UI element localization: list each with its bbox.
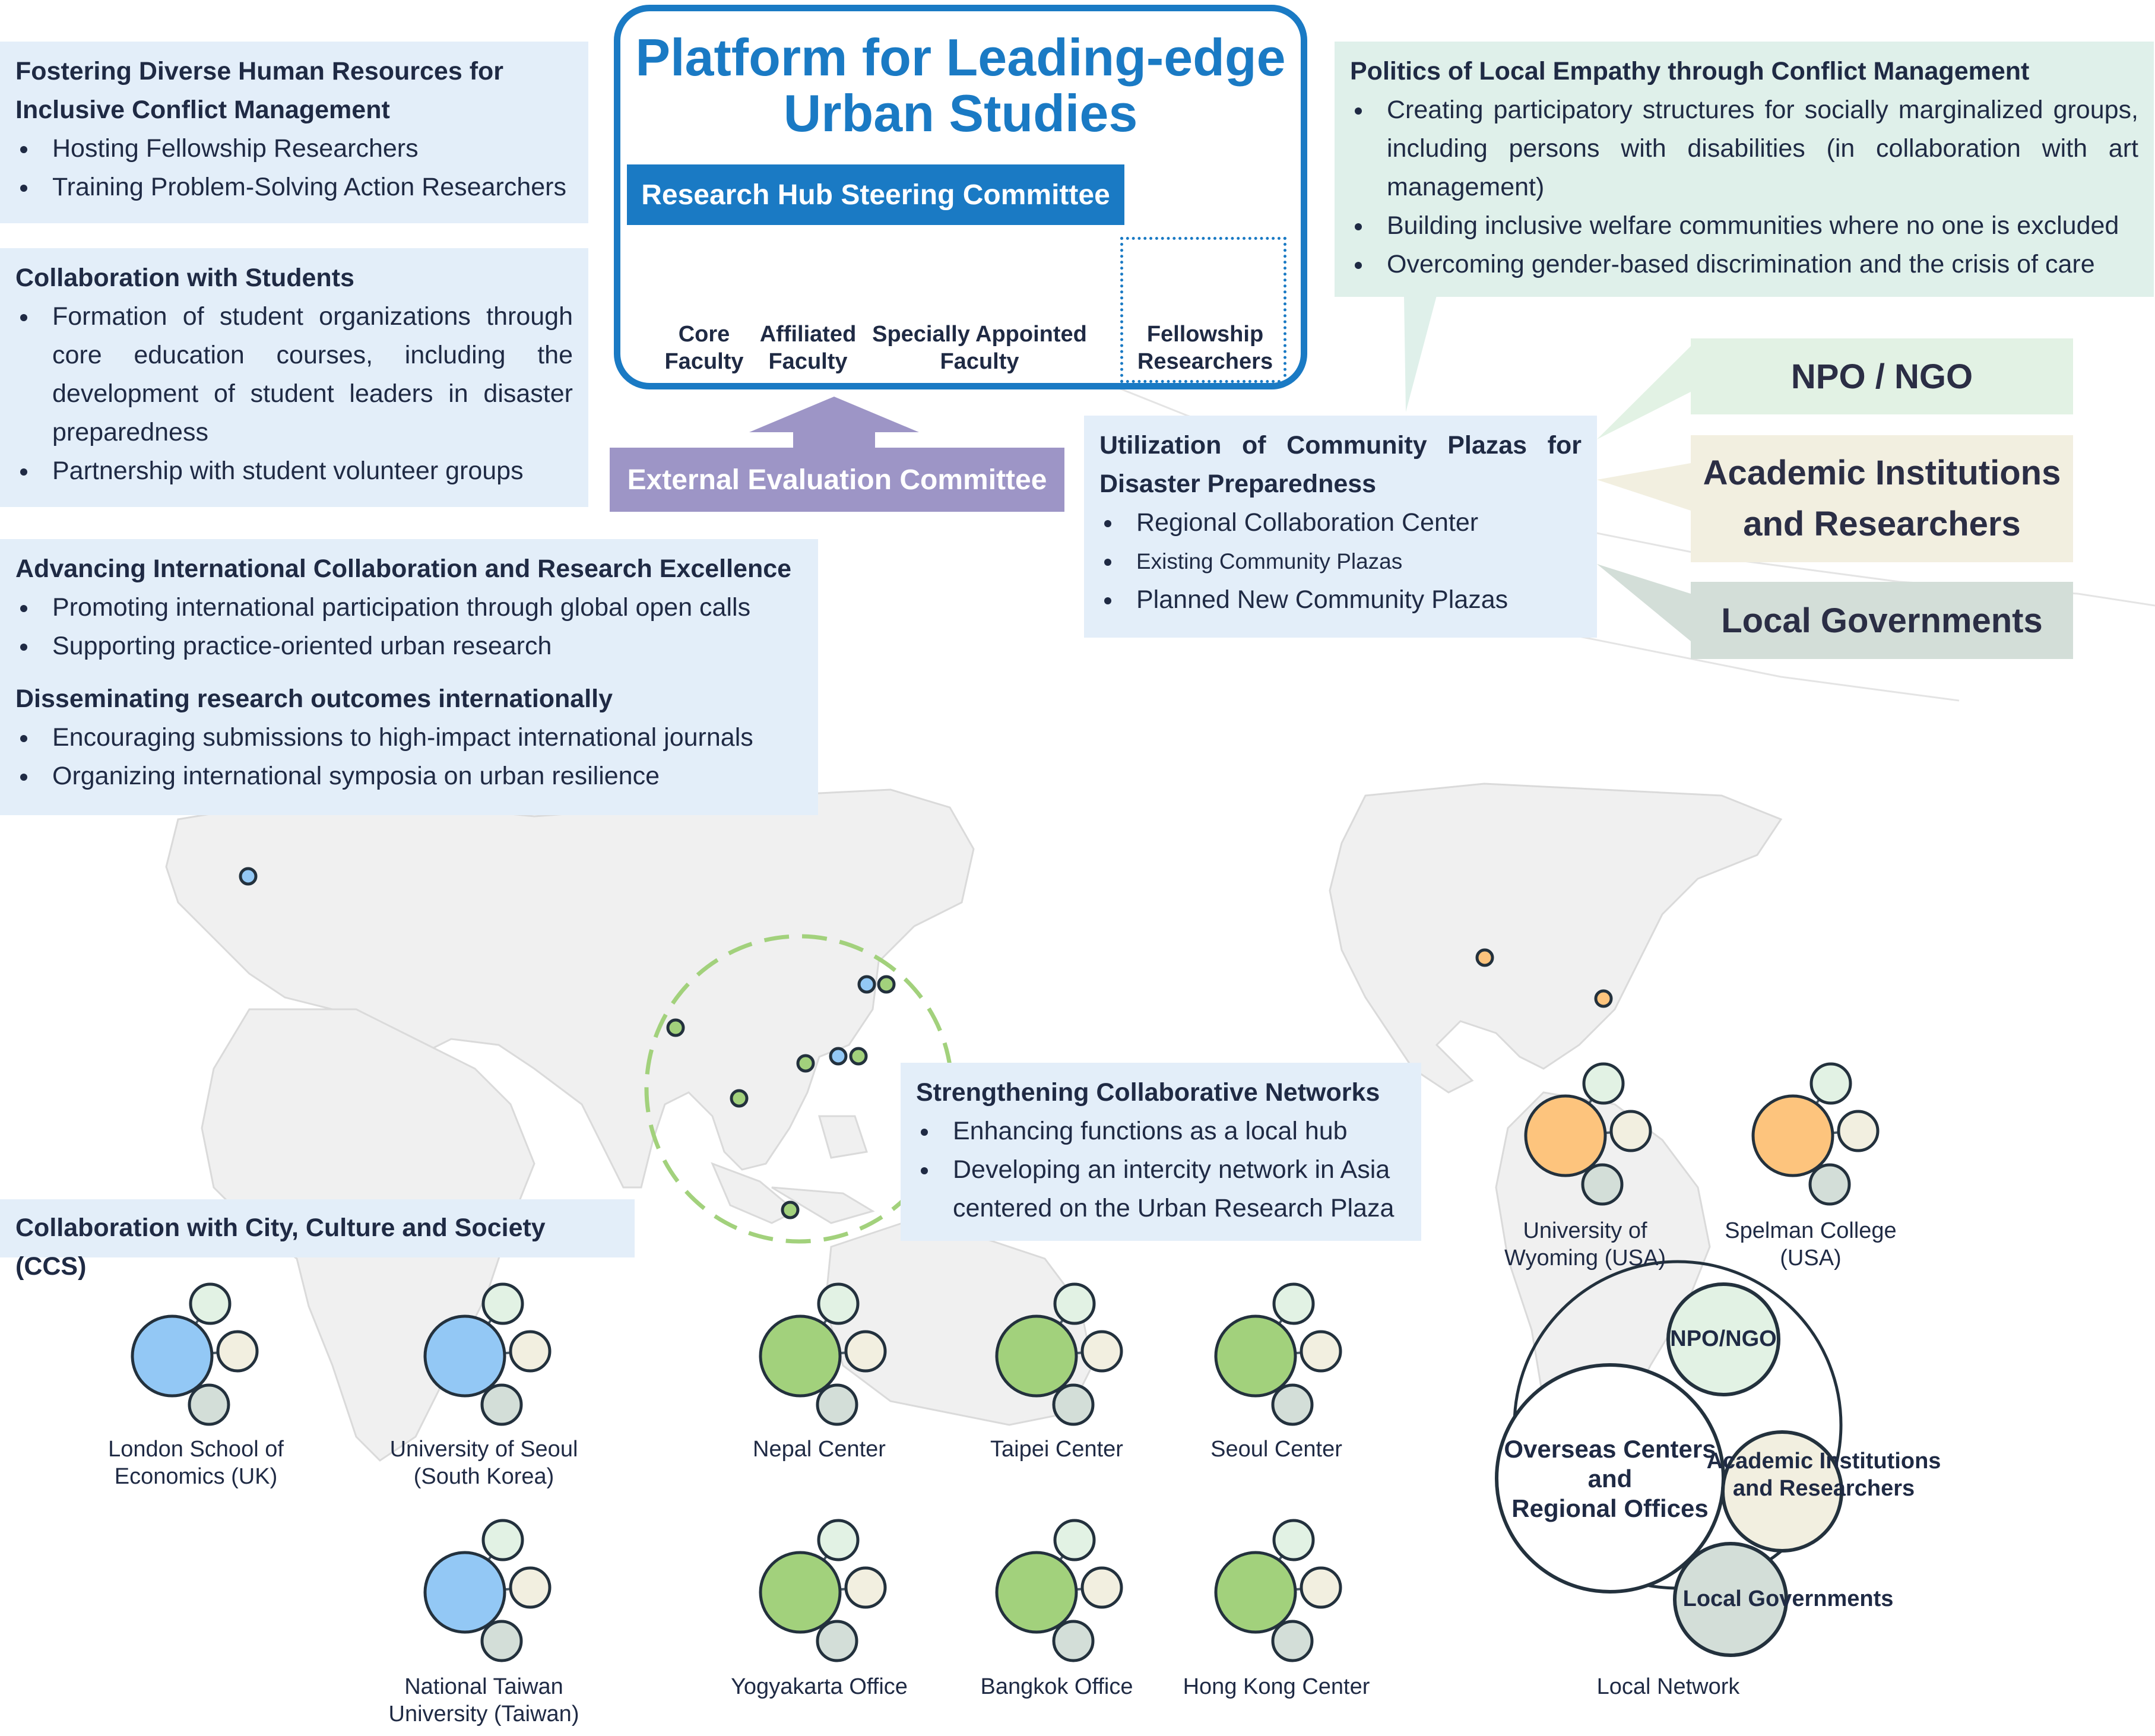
local-network-diagram [1495,1260,1843,1657]
dot-yogyakarta [781,1200,800,1219]
cluster-taipei [995,1284,1121,1424]
hr-item: Training Problem-Solving Action Research… [15,168,573,207]
politics-item: Building inclusive welfare communities w… [1350,207,2138,245]
network-academic-label: Academic Institutions and Researchers [1706,1449,1941,1501]
panel-politics: Politics of Local Empathy through Confli… [1335,42,2154,297]
intl-item: Supporting practice-oriented urban resea… [15,627,803,666]
network-caption: Local Network [1596,1674,1740,1699]
dot-bangkok [730,1089,749,1108]
students-item: Formation of student organizations throu… [15,297,573,452]
dot-seoul-univ [857,975,876,994]
dot-seoul-center [877,975,896,994]
cluster-hongkong [1214,1520,1340,1661]
dot-wyoming [1475,948,1494,967]
panel-intl-title: Advancing International Collaboration an… [15,555,792,583]
politics-item: Creating participatory structures for so… [1350,91,2138,207]
cluster-spelman [1751,1064,1878,1204]
north-america-landmass [1329,783,1783,1094]
network-npo-label: NPO/NGO [1670,1326,1777,1351]
students-item: Partnership with student volunteer group… [15,452,573,490]
affiliated-faculty-label: Affiliated Faculty [759,322,857,374]
label-ntu: National Taiwan University (Taiwan) [388,1674,579,1727]
label-seoul-center: Seoul Center [1210,1437,1342,1462]
cluster-wyoming [1524,1064,1650,1204]
pointer-localgov [1597,564,1691,641]
cluster-seoul-univ [423,1284,550,1424]
dot-taipei [849,1047,868,1066]
platform-box: Platform for Leading-edge Urban Studies … [614,5,1307,389]
panel-ccs: Collaboration with City, Culture and Soc… [0,1199,635,1281]
specially-appointed-faculty-label: Specially Appointed Faculty [872,322,1087,374]
cluster-lse [131,1284,257,1424]
pointer-npo [1597,346,1691,439]
dot-nepal [666,1018,685,1037]
intl-item: Promoting international participation th… [15,588,803,627]
dot-hongkong [796,1054,815,1073]
eurasia-landmass [165,788,975,1189]
label-taipei: Taipei Center [990,1437,1123,1462]
networks-item: Developing an intercity network in Asia … [916,1151,1406,1228]
steering-committee-label: Research Hub Steering Committee [627,164,1124,225]
panel-plazas-title: Utilization of Community Plazas for Disa… [1099,431,1582,498]
platform-title-line2: Urban Studies [783,84,1138,142]
network-localgov-label: Local Governments [1682,1586,1894,1611]
external-evaluation-committee: External Evaluation Committee [610,448,1064,512]
label-wyoming: University of Wyoming (USA) [1504,1218,1666,1271]
dot-ntu [829,1047,848,1066]
label-lse: London School of Economics (UK) [108,1437,284,1489]
cluster-yogyakarta [759,1520,885,1661]
dot-spelman [1594,989,1613,1008]
panel-students: Collaboration with Students Formation of… [0,248,588,507]
label-seoul-univ: University of Seoul (South Korea) [389,1437,578,1489]
intl-item2: Organizing international symposia on urb… [15,757,803,796]
cluster-ntu [423,1520,550,1661]
stakeholder-npo: NPO / NGO [1691,338,2073,414]
map-dots [239,867,1613,1219]
plazas-item: Existing Community Plazas [1099,542,1582,581]
fellowship-researchers-label: Fellowship Researchers [1137,322,1273,374]
label-bangkok: Bangkok Office [980,1674,1133,1699]
intl-item2: Encouraging submissions to high-impact i… [15,718,803,757]
panel-international: Advancing International Collaboration an… [0,539,818,815]
cluster-seoul-center [1214,1284,1340,1424]
panel-ccs-title: Collaboration with City, Culture and Soc… [15,1214,546,1281]
panel-networks: Strengthening Collaborative Networks Enh… [901,1063,1421,1241]
politics-callout-pointer [1404,296,1437,412]
label-nepal: Nepal Center [753,1437,886,1462]
stakeholder-local-government: Local Governments [1691,582,2073,659]
pointer-academic [1597,463,1691,511]
networks-item: Enhancing functions as a local hub [916,1112,1406,1151]
dot-london [239,867,258,886]
cluster-bangkok [995,1520,1121,1661]
stakeholder-academic: Academic Institutions and Researchers [1691,435,2073,562]
hr-item: Hosting Fellowship Researchers [15,129,573,168]
core-faculty-label: Core Faculty [664,322,744,374]
panel-students-title: Collaboration with Students [15,264,354,292]
plazas-item: Planned New Community Plazas [1099,581,1582,619]
panel-intl-title2: Disseminating research outcomes internat… [15,685,613,713]
maritime-asia-landmass [711,1115,875,1224]
cluster-nepal [759,1284,885,1424]
arrow-up-to-platform [749,397,919,448]
label-spelman: Spelman College (USA) [1725,1218,1897,1271]
plazas-item: Regional Collaboration Center [1099,503,1582,542]
panel-human-resources: Fostering Diverse Human Resources for In… [0,42,588,223]
platform-title-line1: Platform for Leading-edge [635,28,1286,87]
network-center-label: Overseas Centers and Regional Offices [1504,1435,1716,1522]
panel-politics-title: Politics of Local Empathy through Confli… [1350,57,2030,85]
panel-hr-title-line1: Fostering Diverse Human Resources for [15,57,504,85]
politics-item: Overcoming gender-based discrimination a… [1350,245,2138,284]
panel-plazas: Utilization of Community Plazas for Disa… [1084,416,1597,638]
label-hongkong: Hong Kong Center [1183,1674,1370,1699]
panel-networks-title: Strengthening Collaborative Networks [916,1078,1380,1107]
fellowship-dotted-frame [1120,237,1286,383]
label-yogyakarta: Yogyakarta Office [731,1674,908,1699]
panel-hr-title-line2: Inclusive Conflict Management [15,96,390,124]
